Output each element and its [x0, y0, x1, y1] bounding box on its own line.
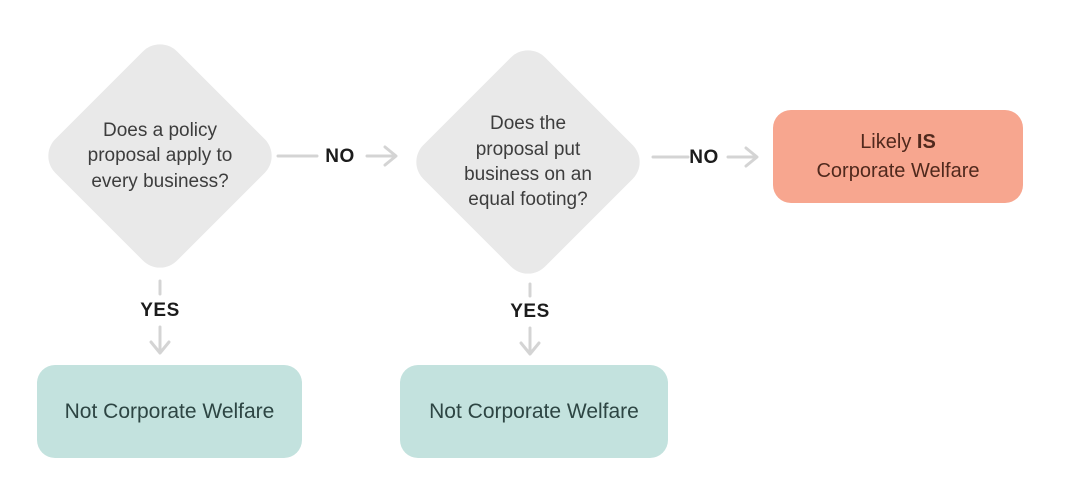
edge-label-no-2: NO — [689, 147, 719, 168]
edge-label-no-1: NO — [325, 146, 355, 167]
arrow-yes-2 — [519, 282, 541, 356]
result-text: Not Corporate Welfare — [429, 399, 639, 423]
result-node-not-corporate-welfare-1: Not Corporate Welfare — [37, 365, 302, 458]
result-node-not-corporate-welfare-2: Not Corporate Welfare — [400, 365, 668, 458]
decision-node-equal-footing: Does the proposal put business on an equ… — [406, 40, 650, 284]
edge-label-yes-2: YES — [510, 301, 550, 322]
result-text: Likely IS Corporate Welfare — [816, 128, 979, 186]
edge-label-yes-1: YES — [140, 300, 180, 321]
result-line2: Corporate Welfare — [816, 159, 980, 182]
result-node-is-corporate-welfare: Likely IS Corporate Welfare — [773, 110, 1023, 203]
decision-node-policy-apply: Does a policy proposal apply to every bu… — [38, 34, 282, 278]
decision-text: Does a policy proposal apply to every bu… — [87, 119, 233, 192]
arrow-no-2 — [651, 146, 759, 168]
decision-text: Does the proposal put business on an equ… — [464, 113, 592, 211]
result-line1-prefix: Likely — [860, 130, 917, 153]
result-text: Not Corporate Welfare — [64, 399, 275, 423]
arrow-yes-1 — [149, 279, 171, 355]
arrow-no-1 — [276, 145, 398, 167]
result-line1-bold: IS — [916, 130, 936, 153]
